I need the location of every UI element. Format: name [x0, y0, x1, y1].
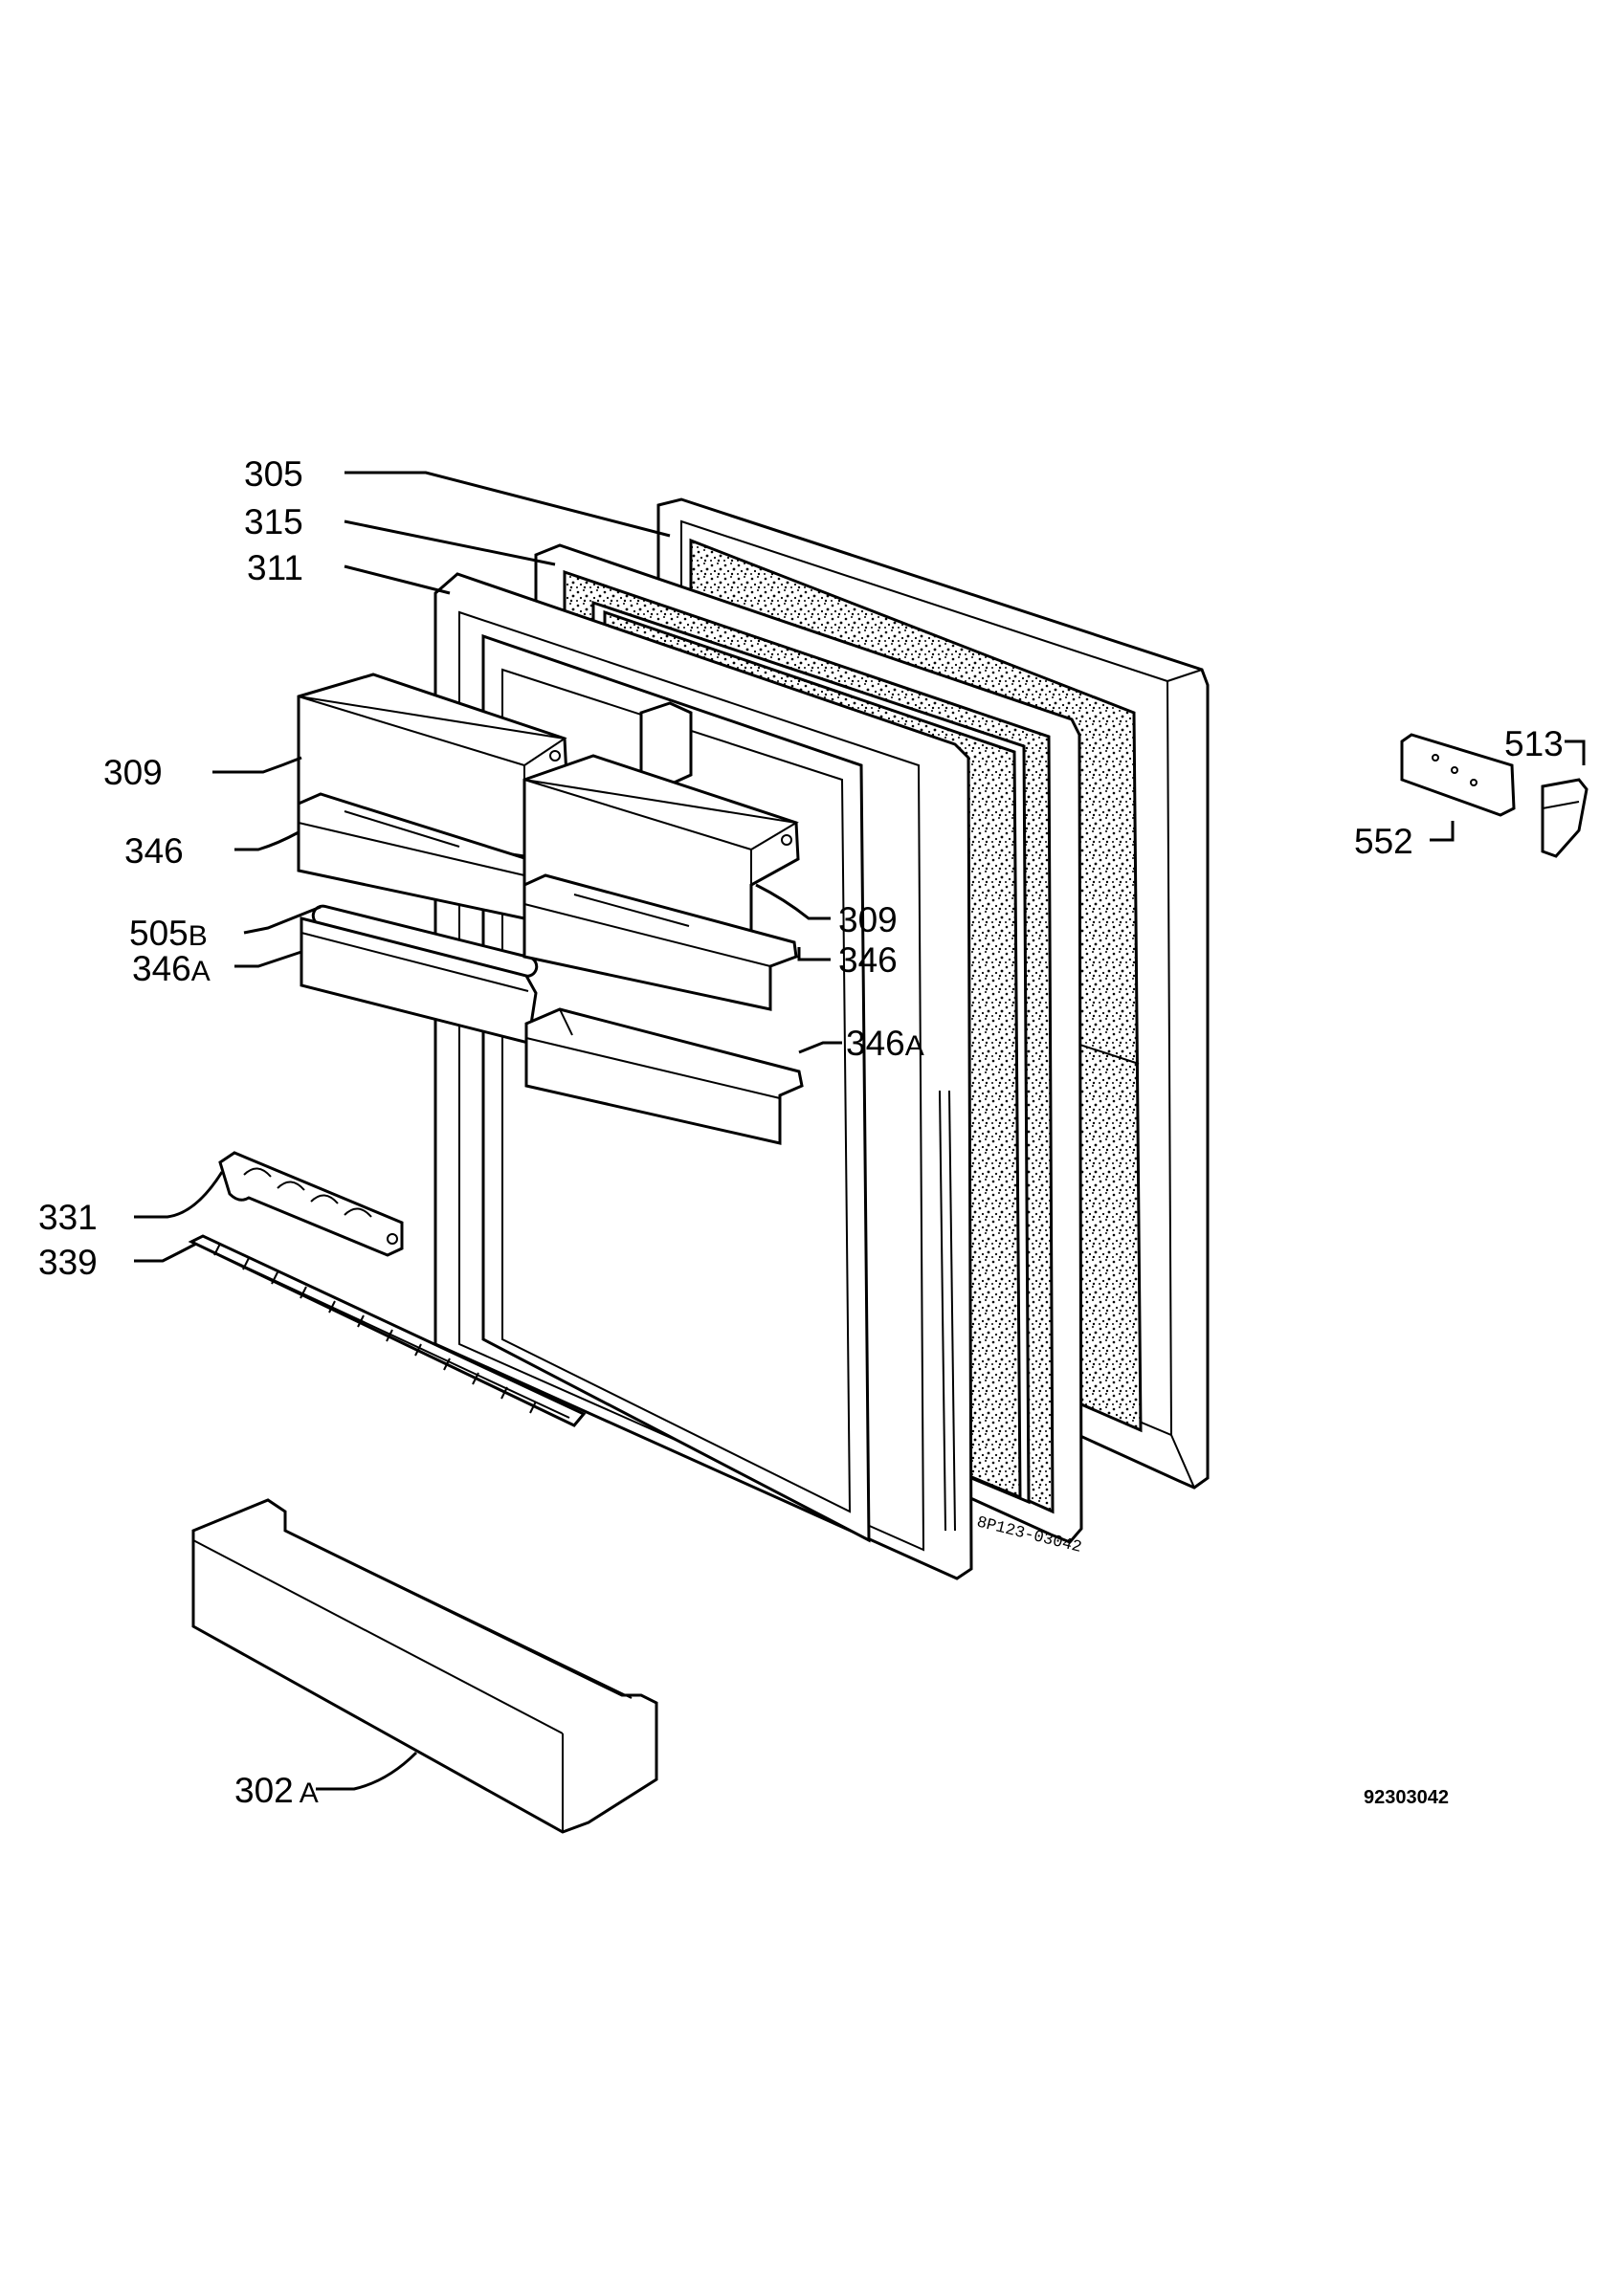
- callout-346a-left: 346A: [132, 949, 211, 988]
- door-shelf-346a-left: [300, 916, 538, 1045]
- callout-552: 552: [1354, 822, 1413, 861]
- callout-505b: 505B: [129, 914, 208, 953]
- callout-346a-right: 346A: [846, 1024, 924, 1063]
- retaining-bar-339: [188, 1234, 587, 1427]
- callout-311: 311: [247, 548, 303, 587]
- bottle-holder-331: [218, 1151, 404, 1257]
- callout-labels: 305 315 311 309 346 505B 346A 309 346 34…: [38, 454, 1564, 1810]
- callout-309-right: 309: [838, 900, 898, 939]
- callout-339: 339: [38, 1243, 98, 1282]
- door-shelf-346a-right: [524, 1007, 804, 1145]
- callout-513: 513: [1504, 724, 1564, 763]
- callout-346-left: 346: [124, 831, 184, 871]
- hinge-bracket-552: [1400, 733, 1516, 817]
- box-lid-346-right: [522, 873, 798, 1011]
- hinge-clip-513: [1541, 778, 1589, 858]
- callout-315: 315: [244, 502, 303, 541]
- callout-346-right: 346: [838, 940, 898, 980]
- drawing-code: 92303042: [1364, 1787, 1449, 1808]
- callout-331: 331: [38, 1198, 98, 1237]
- leader-lines: [134, 471, 1586, 1791]
- bottle-shelf-302a: [191, 1498, 658, 1834]
- callout-309-left: 309: [103, 753, 163, 792]
- callout-305: 305: [244, 454, 303, 494]
